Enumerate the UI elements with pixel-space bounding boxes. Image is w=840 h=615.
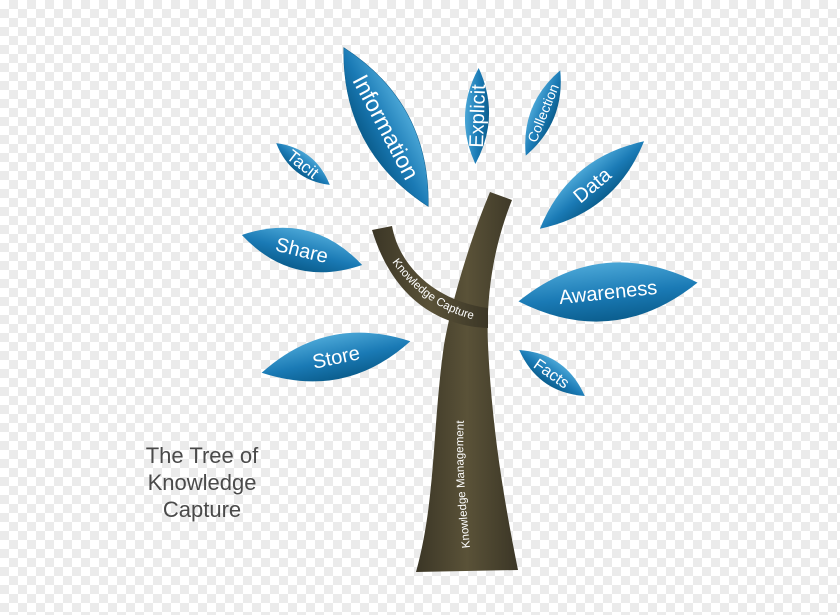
leaf-share: Share (241, 227, 363, 273)
caption-line-3: Capture (162, 497, 242, 522)
leaf-information: Information (343, 47, 429, 207)
diagram-caption: The Tree of Knowledge Capture (112, 442, 292, 523)
leaf-tacit: Tacit (276, 143, 330, 185)
leaf-data: Data (539, 141, 645, 229)
tree-trunk (372, 192, 518, 572)
leaf-facts: Facts (519, 350, 585, 396)
leaf-collection: Collection (524, 70, 562, 156)
leaf-explicit-label: Explicit (466, 84, 490, 149)
caption-line-2: Knowledge (147, 470, 257, 495)
leaf-awareness: Awareness (518, 262, 698, 322)
leaf-store: Store (261, 332, 411, 382)
leaf-explicit: Explicit (464, 68, 490, 164)
caption-line-1: The Tree of (145, 443, 259, 468)
